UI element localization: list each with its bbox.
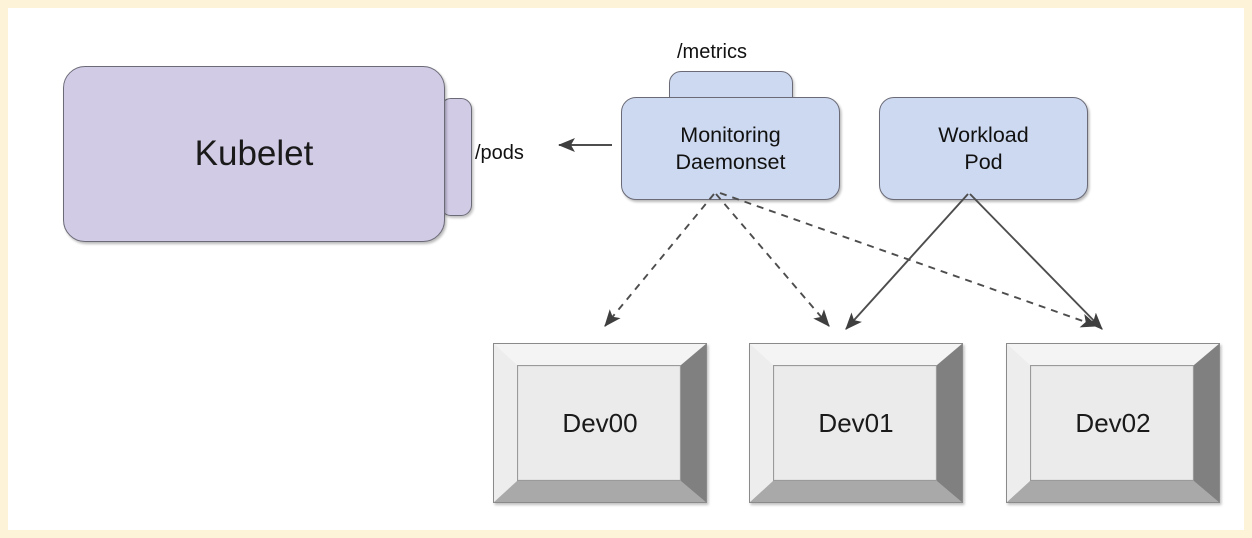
device-bevel bbox=[749, 343, 963, 503]
metrics-endpoint-label: /metrics bbox=[677, 41, 747, 63]
edge-daemonset-to-dev00 bbox=[604, 193, 715, 327]
device-dev01[interactable]: Dev01 bbox=[749, 343, 963, 503]
pods-endpoint-label: /pods bbox=[475, 142, 524, 164]
monitoring-daemonset-label: Monitoring Daemonset bbox=[676, 122, 786, 174]
edge-daemonset-to-dev02 bbox=[719, 192, 1099, 328]
kubelet-node[interactable]: Kubelet bbox=[63, 66, 445, 242]
edge-workload-to-dev01 bbox=[845, 193, 969, 330]
device-dev02-label: Dev02 bbox=[1075, 407, 1151, 438]
edge-daemonset-to-dev01 bbox=[715, 193, 830, 327]
device-bevel bbox=[1006, 343, 1220, 503]
device-dev00-label: Dev00 bbox=[562, 407, 638, 438]
edge-workload-to-dev02 bbox=[969, 193, 1103, 330]
device-dev00[interactable]: Dev00 bbox=[493, 343, 707, 503]
workload-pod-node[interactable]: Workload Pod bbox=[879, 97, 1088, 200]
device-dev02[interactable]: Dev02 bbox=[1006, 343, 1220, 503]
monitoring-daemonset-label-line2: Daemonset bbox=[675, 149, 786, 174]
device-dev01-label: Dev01 bbox=[818, 407, 894, 438]
device-bevel bbox=[493, 343, 707, 503]
workload-pod-label: Workload Pod bbox=[938, 122, 1028, 174]
monitoring-daemonset-label-line1: Monitoring bbox=[680, 123, 781, 148]
monitoring-daemonset-node[interactable]: Monitoring Daemonset bbox=[621, 97, 840, 200]
workload-pod-label-line2: Pod bbox=[964, 149, 1003, 174]
kubelet-label: Kubelet bbox=[194, 134, 314, 173]
workload-pod-label-line1: Workload bbox=[938, 123, 1029, 148]
diagram-canvas: Kubelet /pods /metrics Monitoring Daemon… bbox=[8, 8, 1244, 530]
